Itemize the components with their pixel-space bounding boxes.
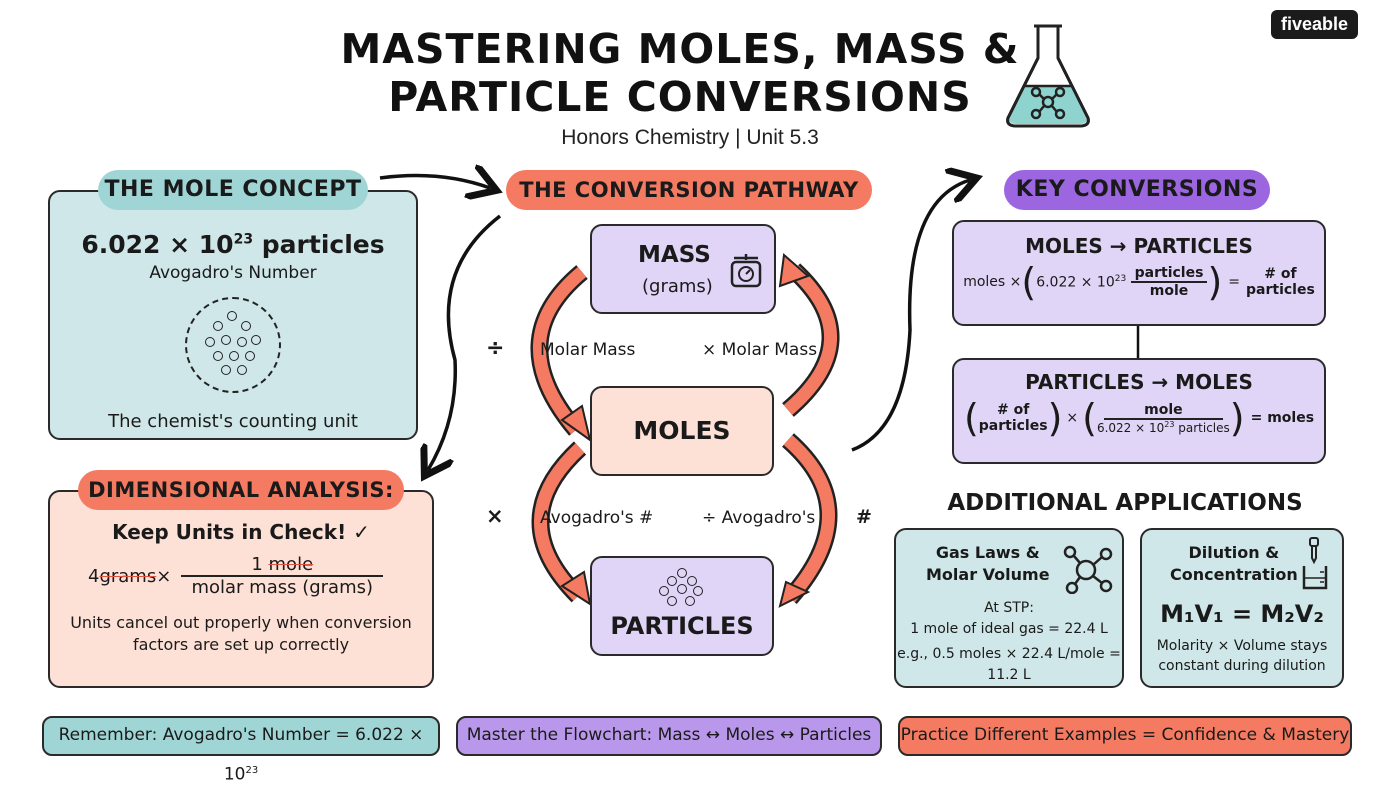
multiply-molar-mass-label: × Molar Mass — [702, 340, 818, 360]
avogadro-number: 6.022 × 1023 particles — [81, 230, 385, 259]
mole-concept-card: 6.022 × 1023 particles Avogadro's Number… — [48, 190, 418, 440]
divide-molar-mass-label: Molar Mass — [540, 340, 636, 360]
title-line-1: MASTERING MOLES, MASS & — [340, 25, 1020, 73]
mole-concept-heading: THE MOLE CONCEPT — [98, 170, 368, 210]
applications-heading: ADDITIONAL APPLICATIONS — [947, 490, 1303, 516]
divide-avogadro-label: ÷ Avogadro's — [702, 508, 816, 528]
units-subheading: Keep Units in Check! ✓ — [112, 520, 370, 544]
dilution-card: Dilution & Concentration M₁V₁ = M₂V₂ Mol… — [1140, 528, 1344, 688]
dimensional-analysis-heading: DIMENSIONAL ANALYSIS: — [78, 470, 404, 510]
moles-to-particles-card: MOLES → PARTICLES moles × ( 6.022 × 1023… — [952, 220, 1326, 326]
cancelled-grams: grams — [99, 565, 157, 587]
moles-node: MOLES — [590, 386, 774, 476]
gas-laws-text: At STP: 1 mole of ideal gas = 22.4 L e.g… — [897, 600, 1121, 683]
particles-label: PARTICLES — [610, 612, 754, 640]
subtitle: Honors Chemistry | Unit 5.3 — [561, 126, 819, 149]
mole-caption: The chemist's counting unit — [108, 411, 358, 432]
connector-arrows — [379, 0, 1140, 608]
footer-flowchart-reminder: Master the Flowchart: Mass ↔ Moles ↔ Par… — [456, 716, 882, 756]
mass-node: MASS (grams) — [590, 224, 776, 314]
footer-avogadro-reminder: Remember: Avogadro's Number = 6.022 × 10… — [42, 716, 440, 785]
dropper-beaker-icon — [1302, 537, 1328, 590]
cancelled-mole: mole — [268, 554, 314, 575]
dilution-formula: M₁V₁ = M₂V₂ — [1160, 600, 1324, 628]
mass-unit: (grams) — [642, 276, 713, 297]
moles-to-particles-title: MOLES → PARTICLES — [1025, 234, 1253, 258]
divide-symbol: ÷ — [486, 336, 505, 361]
avogadro-name: Avogadro's Number — [149, 263, 317, 283]
scale-icon — [730, 254, 762, 288]
particles-node: PARTICLES — [590, 556, 774, 656]
particle-cluster-icon — [185, 297, 281, 393]
key-conversions-heading: KEY CONVERSIONS — [1004, 170, 1270, 210]
flask-icon — [1006, 24, 1090, 128]
avogadro-hash: # — [856, 506, 872, 528]
mass-label: MASS — [638, 242, 711, 268]
multiply-avogadro-label: Avogadro's # — [540, 508, 654, 528]
molecule-icon — [1063, 545, 1113, 594]
dimensional-analysis-card: Keep Units in Check! ✓ 4 grams × 1 mole … — [48, 490, 434, 688]
particles-icon — [659, 568, 705, 608]
dilution-title: Dilution & Concentration — [1170, 543, 1298, 584]
particles-to-moles-title: PARTICLES → MOLES — [1025, 370, 1253, 394]
fiveable-logo[interactable]: fiveable — [1270, 10, 1358, 39]
units-note: Units cancel out properly when conversio… — [70, 613, 412, 654]
gas-laws-title: Gas Laws & Molar Volume — [926, 543, 1050, 584]
gas-laws-card: Gas Laws & Molar Volume At STP: 1 mole o… — [894, 528, 1124, 688]
title-line-2: PARTICLE CONVERSIONS — [388, 73, 972, 121]
multiply-symbol: × — [486, 504, 504, 528]
conversion-pathway-heading: THE CONVERSION PATHWAY — [506, 170, 872, 210]
dilution-note: Molarity × Volume stays constant during … — [1156, 638, 1328, 674]
footer-practice-reminder: Practice Different Examples = Confidence… — [898, 716, 1352, 756]
unit-cancel-equation: 4 grams × 1 mole molar mass (grams) — [88, 554, 432, 598]
